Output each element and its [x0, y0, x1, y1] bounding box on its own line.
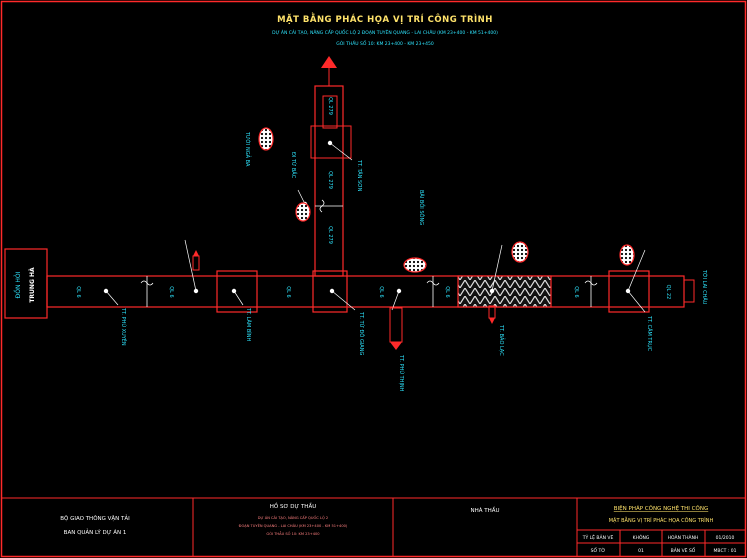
road-section-label: QL 22 — [665, 285, 671, 300]
road-break-marks — [140, 199, 598, 307]
completion-label: HOÀN THÀNH — [668, 534, 699, 541]
pages-value: 01 — [638, 548, 644, 554]
title-block — [1, 497, 746, 557]
design-line-1: DỰ ÁN CẢI TẠO, NÂNG CẤP QUỐC LỘ 2 — [258, 515, 328, 520]
design-header: HỒ SƠ DỰ THẦU — [270, 501, 316, 510]
method-title-1: BIỆN PHÁP CÔNG NGHỆ THI CÔNG — [614, 504, 708, 512]
side-note: TƯỚI NGẢ BA — [244, 131, 252, 167]
road-section-label: QL 6 — [573, 286, 579, 298]
road-section-label: QL 6 — [168, 286, 174, 298]
junction-label: TT. PHÚ THỊNH — [398, 354, 405, 392]
left-station-label-2: TRUNG HÀ — [29, 267, 36, 303]
road-section-label-group: QL 6 QL 6 QL 6 QL 6 QL 6 QL 6 QL 22 QL 2… — [75, 97, 671, 299]
road-section-label: QL 6 — [378, 286, 384, 298]
survey-points — [103, 140, 631, 294]
scale-label: TỶ LỆ BẢN VẼ — [582, 533, 614, 541]
owner-line-1: BỘ GIAO THÔNG VẬN TẢI — [60, 514, 130, 522]
scale-value: KHÔNG — [633, 534, 650, 541]
side-note: ĐI TỪ BẮC — [290, 152, 298, 179]
junction-label: TT. LÂM BÌNH — [245, 307, 252, 341]
method-title-2: MẶT BẰNG VỊ TRÍ PHÁC HỌA CÔNG TRÌNH — [609, 516, 714, 524]
junction-label: TT. TÂN SƠN — [356, 159, 363, 192]
title-block-text: BỘ GIAO THÔNG VẬN TẢI BAN QUẢN LÝ DỰ ÁN … — [60, 501, 736, 554]
vertical-road-label: QL 279 — [327, 226, 333, 244]
design-line-2: ĐOẠN TUYÊN QUANG - LAI CHÂU (KM 23+400 -… — [239, 523, 348, 528]
junction-label: TT. CÂM TRỤC — [646, 315, 653, 352]
vertical-road-label: QL 279 — [327, 171, 333, 189]
road-section-label: QL 6 — [75, 286, 81, 298]
road-section-label: QL 6 — [285, 286, 291, 298]
junction-label: TT. PHÚ XUYÊN — [120, 307, 128, 346]
left-station-label: ĐỒN HỎI — [13, 271, 22, 298]
junction-label-group: TT. TÂN SƠN TT. TỪ ĐÔ GIANG TT. PHÚ XUYÊ… — [120, 131, 708, 392]
sheet-no-label: BẢN VẼ SỐ — [671, 546, 696, 554]
drawing-subtitle-1: DỰ ÁN CẢI TẠO, NÂNG CẤP QUỐC LỘ 2 ĐOẠN T… — [272, 28, 498, 36]
pages-label: SỐ TỜ — [591, 546, 606, 554]
sheet-no-value: MBCT : 01 — [714, 548, 737, 554]
hazard-markers — [258, 127, 635, 273]
leader-lines — [105, 142, 646, 313]
bridge-section-1 — [216, 270, 258, 313]
junction-label: TT. BẢO LẠC — [498, 324, 506, 356]
junction-label: TT. TỪ ĐÔ GIANG — [358, 311, 365, 355]
left-station-box — [4, 248, 48, 319]
vertical-road-bridge — [310, 125, 352, 159]
bridge-section-2 — [608, 270, 650, 313]
central-junction-box — [312, 270, 348, 313]
vertical-road-label: QL 279 — [327, 97, 333, 115]
drawing-subtitle-2: GÓI THẦU SỐ 10: KM 23+400 - KM 23+450 — [336, 39, 434, 47]
contractor-header: NHÀ THẦU — [470, 506, 499, 514]
vertical-road-top-structure — [322, 95, 338, 129]
vertical-road-arrow — [321, 56, 337, 68]
road-section-label: QL 6 — [444, 286, 450, 298]
owner-line-2: BAN QUẢN LÝ DỰ ÁN 1 — [64, 528, 127, 536]
hatched-road-section — [457, 275, 552, 308]
design-line-3: GÓI THẦU SỐ 10: KM 23+400 — [266, 531, 320, 536]
junction-label: TỚI LAI CHÂU — [701, 269, 708, 305]
red-markers — [192, 250, 695, 350]
completion-value: 01/2010 — [716, 535, 735, 541]
side-note: BÃI BỒI SÔNG — [418, 190, 427, 225]
drawing-title: MẶT BẰNG PHÁC HỌA VỊ TRÍ CÔNG TRÌNH — [277, 12, 493, 25]
